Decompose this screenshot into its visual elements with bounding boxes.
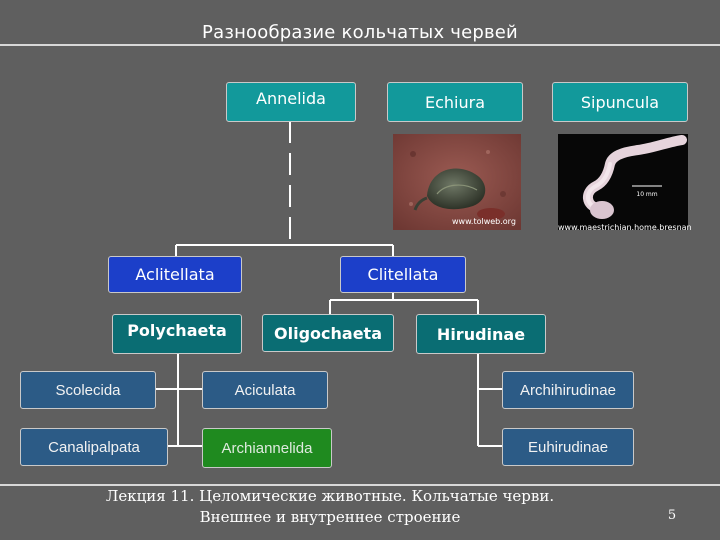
footer: Лекция 11. Целомические животные. Кольча… <box>60 486 600 528</box>
scale-label: 10 mm <box>636 191 657 198</box>
node-hirudinae: Hirudinae <box>416 314 546 354</box>
node-polychaeta: Polychaeta <box>112 314 242 354</box>
bottom-divider <box>0 484 720 486</box>
slide-title: Разнообразие кольчатых червей <box>202 22 518 43</box>
sipuncula-photo: 10 mm <box>558 134 688 230</box>
node-annelida: Annelida <box>226 82 356 122</box>
node-aciculata: Aciculata <box>202 371 328 409</box>
node-oligochaeta: Oligochaeta <box>262 314 394 352</box>
node-archiannelida: Archiannelida <box>202 428 332 468</box>
echiura-photo-credit: www.tolweb.org <box>452 217 516 226</box>
node-euhirudinae: Euhirudinae <box>502 428 634 466</box>
node-clitellata: Clitellata <box>340 256 466 293</box>
echiura-photo <box>393 134 521 230</box>
top-divider <box>0 44 720 46</box>
node-aclitellata: Aclitellata <box>108 256 242 293</box>
node-canalipalpata: Canalipalpata <box>20 428 168 466</box>
node-archihirudinae: Archihirudinae <box>502 371 634 409</box>
node-sipuncula: Sipuncula <box>552 82 688 122</box>
node-scolecida: Scolecida <box>20 371 156 409</box>
sipuncula-photo-credit: www.maestrichian.home.bresnan <box>558 223 692 232</box>
page-number: 5 <box>667 508 677 523</box>
footer-line-1: Лекция 11. Целомические животные. Кольча… <box>105 487 555 505</box>
node-echiura: Echiura <box>387 82 523 122</box>
footer-line-2: Внешнее и внутреннее строение <box>199 508 461 526</box>
